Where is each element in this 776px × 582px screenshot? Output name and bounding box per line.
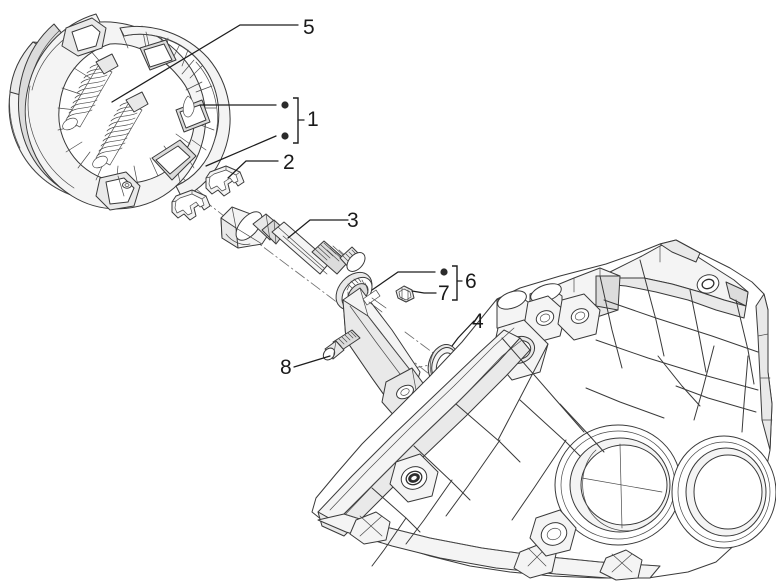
callout-label-5: 5	[303, 16, 315, 39]
callout-label-6: 6	[465, 270, 477, 293]
case-webbing	[371, 259, 759, 567]
brake-shoe-assembly	[8, 13, 231, 211]
brake-shoe-spring-lower	[92, 91, 149, 169]
callout-label-2: 2	[283, 151, 295, 174]
brake-cam-shaft	[220, 206, 366, 275]
case-top-tab	[659, 239, 701, 263]
callout-label-1: 1	[307, 108, 319, 131]
cam-shaft-spline	[311, 240, 366, 275]
brake-shoe-pin-boss	[122, 181, 132, 189]
callout-label-3: 3	[347, 209, 359, 232]
engine-crankcase	[311, 239, 776, 581]
callout-label-7: 7	[438, 282, 450, 305]
case-mid-boss	[529, 509, 577, 557]
case-upper-arm	[603, 240, 749, 319]
brake-shoe-spring-upper	[62, 53, 119, 131]
retaining-clip-lower	[171, 189, 211, 221]
brake-shoe-lug-lower	[95, 171, 141, 211]
callout-label-4: 4	[472, 310, 484, 333]
leader-lines	[111, 24, 475, 368]
lock-washer	[395, 285, 415, 303]
brake-shoe-cam-notch	[182, 95, 195, 118]
callout-label-8: 8	[280, 356, 292, 379]
case-bearing-bore-right	[671, 435, 776, 549]
case-lower-boss	[389, 453, 439, 503]
case-right-edge	[755, 293, 773, 451]
brake-shoe-lug-upper	[61, 17, 107, 57]
